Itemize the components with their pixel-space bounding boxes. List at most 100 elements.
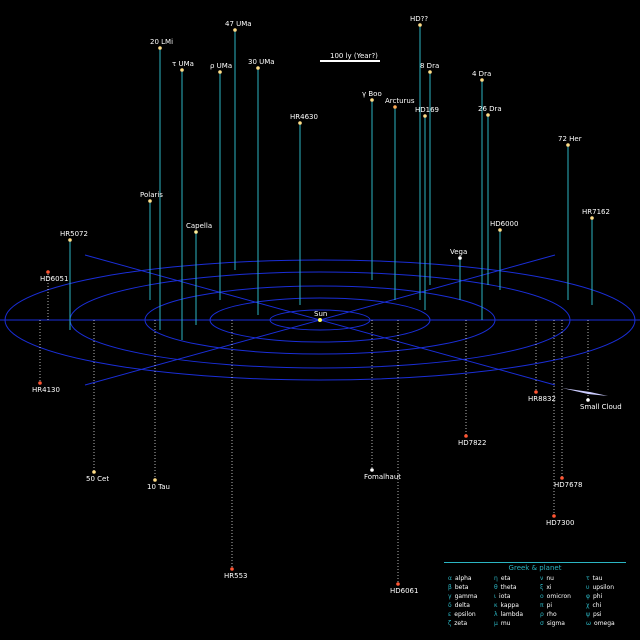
star-dot[interactable] [92, 470, 96, 474]
star-label: γ Boo [362, 90, 382, 98]
legend-name: gamma [454, 593, 478, 600]
star-label: HR5072 [60, 230, 88, 238]
legend-symbol: δ [448, 602, 452, 609]
legend-name: omega [594, 620, 615, 627]
star-label: HD7822 [458, 439, 486, 447]
legend-name: psi [592, 611, 602, 618]
star-dot[interactable] [370, 468, 374, 472]
star-label: 10 Tau [147, 483, 170, 491]
legend-symbol: ρ [540, 611, 544, 618]
star-dot[interactable] [158, 46, 162, 50]
legend-symbol: ξ [540, 584, 544, 591]
legend-name: beta [454, 584, 469, 591]
star-dot[interactable] [428, 70, 432, 74]
star-label: HR7162 [582, 208, 610, 216]
star-dot[interactable] [194, 230, 198, 234]
star-dot[interactable] [534, 390, 538, 394]
legend-name: iota [499, 593, 511, 600]
sun-label: Sun [314, 310, 327, 318]
star-dot[interactable] [396, 582, 400, 586]
star-dot[interactable] [256, 66, 260, 70]
star-label: 8 Dra [420, 62, 439, 70]
legend-symbol: κ [494, 602, 498, 609]
star-dot[interactable] [418, 23, 422, 27]
legend-symbol: θ [494, 584, 498, 591]
legend-name: zeta [454, 620, 468, 627]
legend-name: epsilon [454, 611, 476, 618]
legend-symbol: ω [586, 620, 592, 627]
star-label: HD6000 [490, 220, 518, 228]
star-dot[interactable] [180, 68, 184, 72]
legend-symbol: φ [586, 593, 590, 600]
star-dot[interactable] [423, 114, 427, 118]
star-label: Small Cloud [580, 403, 622, 411]
legend-symbol: η [494, 575, 498, 582]
star-dot[interactable] [480, 78, 484, 82]
legend-symbol: β [448, 584, 452, 591]
scale-bar-label: 100 ly (Year?) [330, 52, 378, 60]
star-dot[interactable] [218, 70, 222, 74]
small-cloud-shape [562, 388, 608, 396]
star-label: 4 Dra [472, 70, 491, 78]
star-dot[interactable] [552, 514, 556, 518]
legend-symbol: γ [448, 593, 452, 600]
star-label: 30 UMa [248, 58, 275, 66]
star-label: HD?? [410, 15, 428, 23]
star-dots [38, 23, 594, 586]
star-label: Arcturus [385, 97, 415, 105]
legend-name: tau [592, 575, 603, 582]
star-dot[interactable] [464, 434, 468, 438]
star-dot[interactable] [566, 143, 570, 147]
star-label: 50 Cet [86, 475, 109, 483]
star-dot[interactable] [498, 228, 502, 232]
legend-symbol: μ [494, 620, 498, 627]
star-dot[interactable] [298, 121, 302, 125]
sun-marker[interactable] [318, 318, 322, 322]
legend-symbol: ι [494, 593, 497, 600]
star-dot[interactable] [148, 199, 152, 203]
star-label: HR8832 [528, 395, 556, 403]
legend-name: mu [500, 620, 511, 627]
legend-name: sigma [546, 620, 565, 627]
legend-name: omicron [546, 593, 571, 600]
star-dot[interactable] [68, 238, 72, 242]
star-dot[interactable] [590, 216, 594, 220]
star-dot[interactable] [38, 381, 42, 385]
star-dot[interactable] [486, 113, 490, 117]
star-label: HR553 [224, 572, 248, 580]
star-label: 26 Dra [478, 105, 502, 113]
legend-name: eta [500, 575, 511, 582]
legend-symbol: λ [494, 611, 498, 618]
star-dot[interactable] [458, 256, 462, 260]
star-label: Vega [450, 248, 467, 256]
legend-name: nu [546, 575, 554, 582]
star-dot[interactable] [393, 105, 397, 109]
legend-symbol: υ [586, 584, 590, 591]
star-dot[interactable] [153, 478, 157, 482]
legend-symbol: α [448, 575, 452, 582]
star-dot[interactable] [560, 476, 564, 480]
star-dot[interactable] [46, 270, 50, 274]
legend-name: phi [592, 593, 603, 600]
star-label: HD6051 [40, 275, 68, 283]
legend-name: kappa [500, 602, 519, 609]
star-dot[interactable] [370, 98, 374, 102]
star-dot[interactable] [586, 398, 590, 402]
star-dot[interactable] [230, 567, 234, 571]
star-label: HR4130 [32, 386, 60, 394]
star-dot[interactable] [233, 28, 237, 32]
